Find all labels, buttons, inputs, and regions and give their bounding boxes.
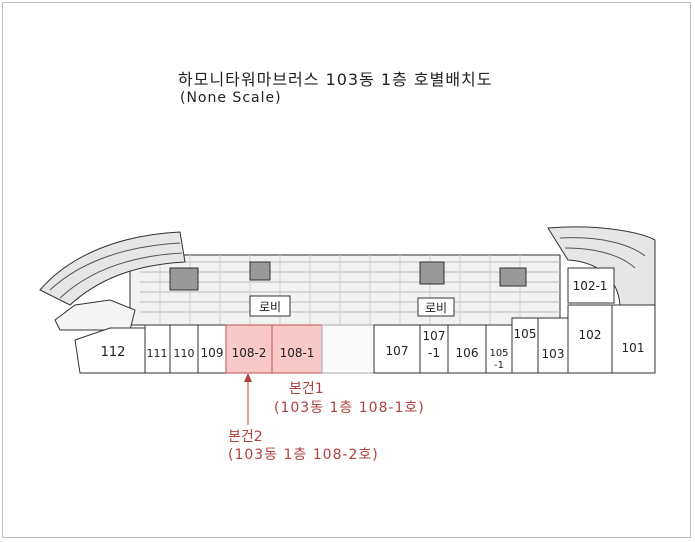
leader-arrow	[244, 373, 252, 425]
unit-105-1	[485, 324, 513, 374]
target2-detail: (103동 1층 108-2호)	[228, 447, 379, 463]
unit-108-2-label: 108-2	[232, 346, 267, 360]
unit-110	[169, 324, 199, 374]
unit-105-label: 105	[514, 327, 537, 341]
unit-110-label: 110	[174, 347, 195, 360]
unit-111	[144, 324, 171, 374]
unit-107	[373, 324, 421, 374]
unit-107-label: 107	[386, 344, 409, 358]
unit-106	[447, 324, 487, 374]
lobby-left: 로비	[249, 295, 291, 317]
lobby-left-label: 로비	[259, 300, 281, 314]
building-upper-mass	[129, 254, 561, 326]
target1-detail: (103동 1층 108-1호)	[274, 400, 425, 416]
unit-105-1-label-bottom: -1	[494, 360, 504, 371]
unit-108-1-label: 108-1	[280, 346, 315, 360]
unit-107-1-label-top: 107	[423, 329, 446, 343]
unit-108-2	[225, 324, 273, 374]
unit-row: 112 111 110 109 108-2 108-1 107 107 -1 1…	[74, 304, 656, 374]
unit-102-1-label: 102-1	[573, 279, 608, 293]
lobby-right-label: 로비	[425, 301, 447, 315]
target1-label: 본건1	[289, 381, 324, 397]
unit-111-label: 111	[147, 347, 168, 360]
unit-107-1-label-bottom: -1	[428, 346, 440, 360]
unit-105	[511, 317, 539, 374]
page-subtitle: (None Scale)	[180, 90, 282, 106]
unit-105-1-label-top: 105	[489, 348, 508, 359]
left-curved-wing	[39, 231, 186, 331]
page-title: 하모니타워마브러스 103동 1층 호별배치도	[178, 70, 493, 89]
central-plaza	[321, 324, 375, 374]
unit-101	[611, 304, 656, 374]
unit-103-label: 103	[542, 347, 565, 361]
unit-106-label: 106	[456, 346, 479, 360]
unit-102	[567, 304, 613, 374]
unit-108-1	[271, 324, 323, 374]
unit-109	[197, 324, 227, 374]
unit-107-1	[419, 324, 449, 374]
target2-label: 본건2	[228, 429, 263, 445]
unit-102-label: 102	[579, 328, 602, 342]
unit-112-label: 112	[101, 345, 126, 360]
right-curved-wing	[547, 226, 656, 306]
lobby-right: 로비	[417, 297, 455, 317]
unit-109-label: 109	[201, 346, 224, 360]
unit-101-label: 101	[622, 341, 645, 355]
unit-103	[537, 317, 569, 374]
